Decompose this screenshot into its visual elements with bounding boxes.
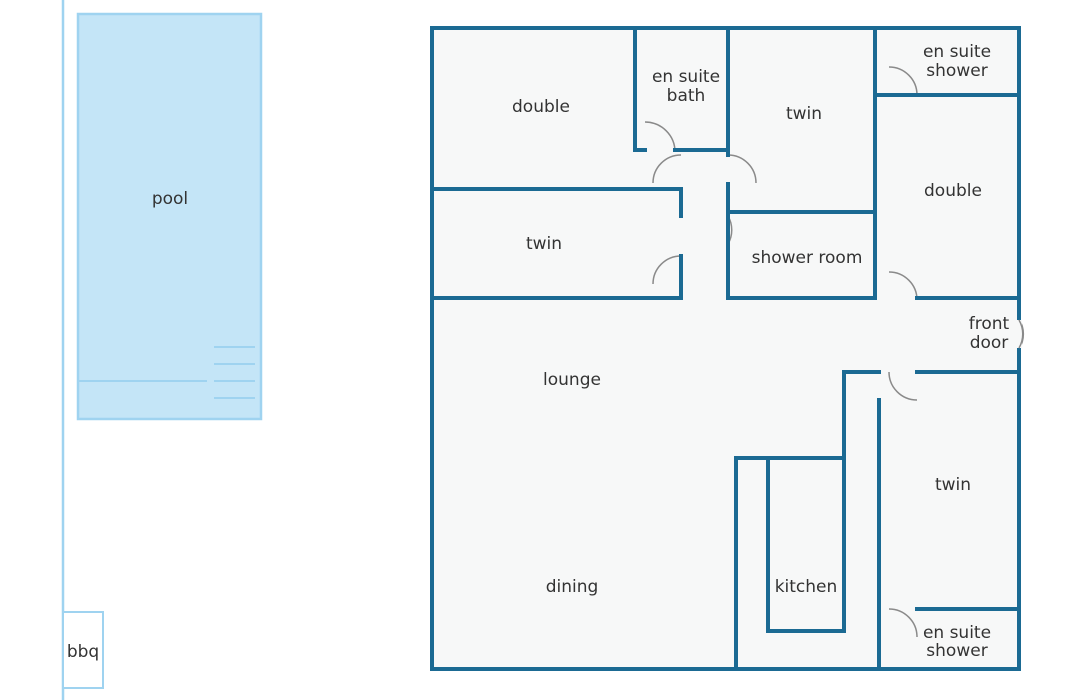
door-en-suite-bath — [644, 121, 676, 153]
double-right-label: double — [924, 181, 982, 201]
door-twin-top-middle — [727, 154, 757, 184]
en-suite-shower-top-label-line2: shower — [926, 61, 987, 81]
bbq-label: bbq — [67, 642, 99, 662]
double-top-left-label: double — [512, 97, 570, 117]
kitchen-wall — [734, 370, 881, 671]
upper-left-rooms-divider — [430, 187, 683, 300]
walls — [430, 26, 1021, 671]
twin-bottom-right-walls — [877, 370, 1021, 671]
pool-area — [76, 12, 263, 421]
lounge-label: lounge — [543, 370, 601, 390]
en-suite-shower-top-label-line1: en suite — [923, 42, 991, 62]
bbq: bbq — [62, 611, 104, 689]
kitchen-counter — [766, 456, 846, 633]
front-door-label-line1: front — [969, 314, 1010, 334]
door-front-swing — [1018, 319, 1024, 349]
exterior-wall — [430, 26, 1021, 671]
kitchen-label: kitchen — [775, 577, 838, 597]
twin-top-middle-label: twin — [786, 104, 822, 124]
pool-label: pool — [152, 189, 188, 209]
door-en-suite-shower-top — [888, 66, 918, 96]
pool: pool — [76, 12, 263, 421]
en-suite-bath-label-line2: bath — [667, 86, 706, 106]
twin-bottom-right-label: twin — [935, 475, 971, 495]
twin-middle-wall — [726, 26, 877, 300]
en-suite-bath-wall — [633, 26, 730, 152]
house-floor — [432, 28, 1019, 669]
front-door-label-line2: door — [970, 333, 1009, 353]
shower-room-label: shower room — [752, 248, 863, 268]
en-suite-bath-label-line1: en suite — [652, 67, 720, 87]
bbq-area — [62, 611, 104, 689]
en-suite-shower-bottom-label-line1: en suite — [923, 623, 991, 643]
door-double-top-left — [652, 154, 682, 184]
door-twin-bottom-right — [888, 371, 918, 401]
en-suite-shower-bottom-label-line2: shower — [926, 641, 987, 661]
twin-left-label: twin — [526, 234, 562, 254]
door-twin-left — [652, 255, 682, 285]
door-double-right — [888, 271, 918, 301]
dining-label: dining — [546, 577, 599, 597]
door-en-suite-shower-bottom — [888, 608, 918, 638]
